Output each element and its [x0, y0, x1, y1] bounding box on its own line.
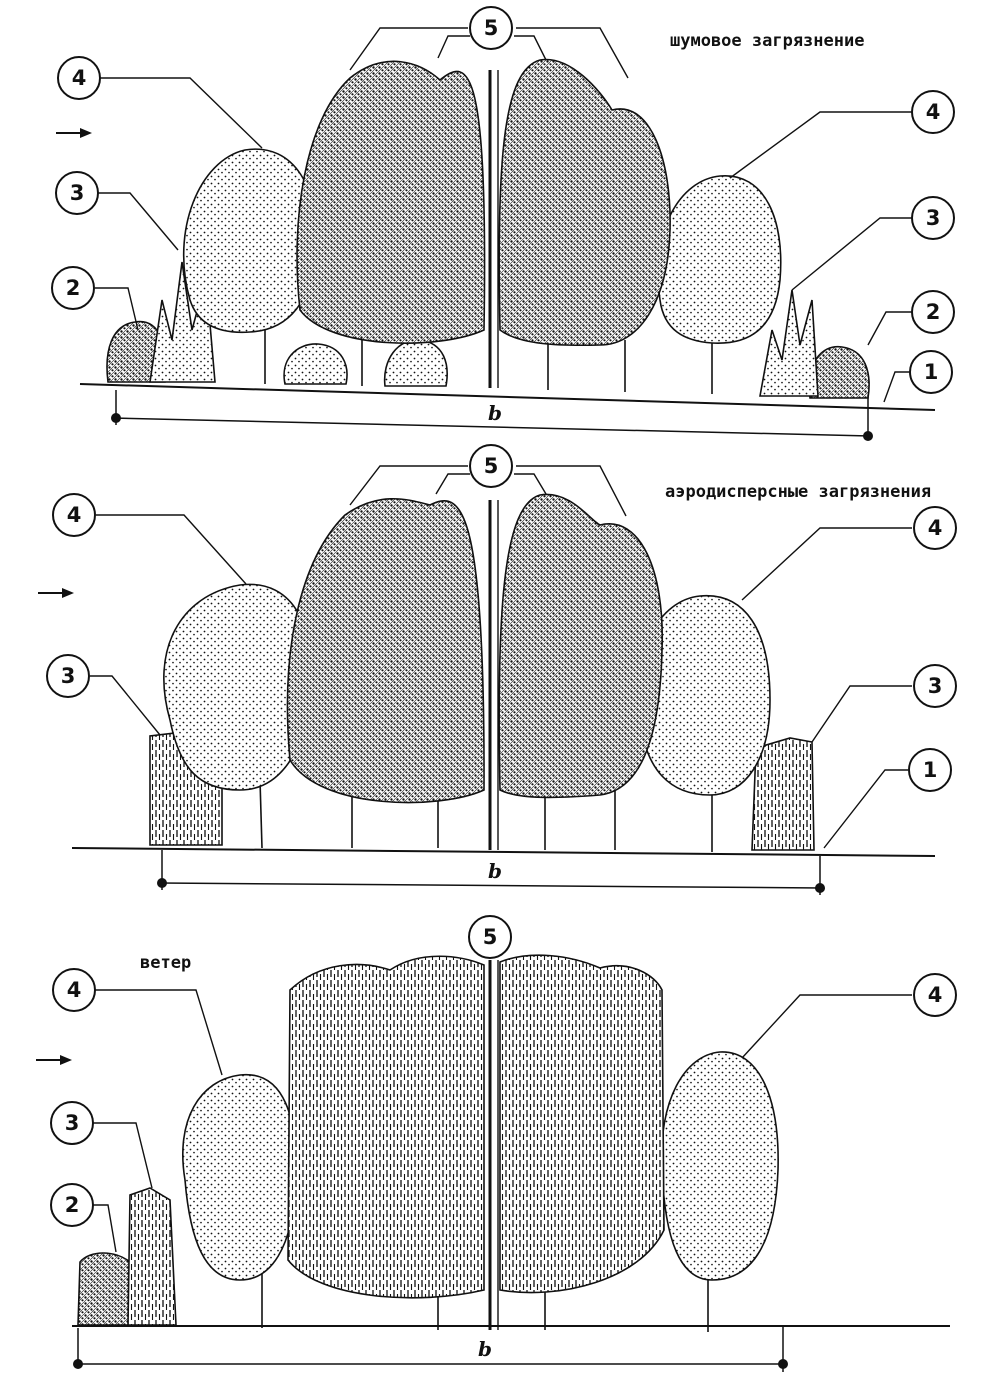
leader-lines [90, 465, 912, 849]
panel-wind: ветер [36, 915, 957, 1372]
callout-3: 3 [46, 654, 90, 698]
panel-caption: ветер [140, 953, 191, 973]
svg-text:3: 3 [70, 181, 85, 205]
leader-lines [92, 989, 912, 1253]
leader-lines [95, 27, 912, 403]
tree-icon [499, 954, 665, 1294]
callout-3: 3 [911, 196, 955, 240]
width-label: b [488, 401, 502, 425]
width-dimension: b [111, 390, 873, 441]
arrow-right-icon [56, 128, 92, 138]
callout-1: 1 [909, 350, 953, 394]
vegetation [149, 493, 815, 852]
arrow-right-icon [38, 588, 74, 598]
tree-icon [296, 60, 486, 344]
tree-icon [498, 58, 671, 347]
callout-4: 4 [57, 56, 101, 100]
svg-text:4: 4 [928, 516, 943, 540]
svg-text:3: 3 [65, 1111, 80, 1135]
svg-text:4: 4 [928, 983, 943, 1007]
width-dimension: b [73, 1326, 788, 1372]
callout-4: 4 [52, 968, 96, 1012]
panel-caption: аэродисперсные загрязнения [665, 482, 931, 502]
tree-icon [657, 175, 782, 344]
callout-2: 2 [911, 290, 955, 334]
vegetation [106, 58, 870, 399]
callout-2: 2 [50, 1183, 94, 1227]
ground-line [79, 383, 936, 411]
width-label: b [478, 1337, 492, 1361]
grass-icon [759, 289, 819, 397]
callout-3: 3 [913, 664, 957, 708]
svg-text:4: 4 [926, 100, 941, 124]
callouts: 5 4 4 3 3 1 [46, 444, 957, 792]
shrub-icon [383, 339, 448, 387]
shrub-icon [77, 1252, 133, 1326]
callout-4: 4 [911, 90, 955, 134]
tree-icon [660, 1051, 779, 1281]
callout-3: 3 [50, 1101, 94, 1145]
callout-1: 1 [908, 748, 952, 792]
svg-text:5: 5 [483, 925, 498, 949]
svg-text:4: 4 [72, 66, 87, 90]
callout-5: 5 [468, 915, 512, 959]
width-dimension: b [157, 850, 825, 895]
arrow-right-icon [36, 1055, 72, 1065]
vegetation [77, 954, 779, 1332]
hedge-icon [127, 1187, 177, 1326]
callouts: 5 4 4 3 3 2 2 1 [51, 6, 955, 394]
width-label: b [488, 859, 502, 883]
svg-text:2: 2 [926, 300, 941, 324]
tree-icon [498, 493, 664, 799]
svg-text:4: 4 [67, 978, 82, 1002]
panel-noise: шумовое загрязнение [51, 6, 955, 441]
callout-3: 3 [55, 171, 99, 215]
callout-4: 4 [913, 506, 957, 550]
svg-text:5: 5 [484, 16, 499, 40]
svg-text:1: 1 [923, 758, 938, 782]
svg-text:4: 4 [67, 503, 82, 527]
svg-text:2: 2 [65, 1193, 80, 1217]
shrub-icon [283, 343, 348, 385]
panel-aerosol: аэродисперсные загрязнения [38, 444, 957, 895]
callouts: 5 4 4 3 2 [50, 915, 957, 1227]
grass-icon [149, 261, 216, 383]
callout-4: 4 [913, 973, 957, 1017]
svg-text:1: 1 [924, 360, 939, 384]
callout-5: 5 [469, 6, 513, 50]
tree-icon [286, 497, 485, 804]
svg-text:5: 5 [484, 454, 499, 478]
ground-line [71, 847, 936, 857]
tree-icon [181, 1074, 297, 1281]
panel-caption: шумовое загрязнение [670, 31, 864, 51]
tree-icon [287, 955, 485, 1299]
svg-text:3: 3 [61, 664, 76, 688]
svg-text:3: 3 [928, 674, 943, 698]
callout-5: 5 [469, 444, 513, 488]
callout-4: 4 [52, 493, 96, 537]
svg-text:2: 2 [66, 276, 81, 300]
callout-2: 2 [51, 266, 95, 310]
svg-text:3: 3 [926, 206, 941, 230]
